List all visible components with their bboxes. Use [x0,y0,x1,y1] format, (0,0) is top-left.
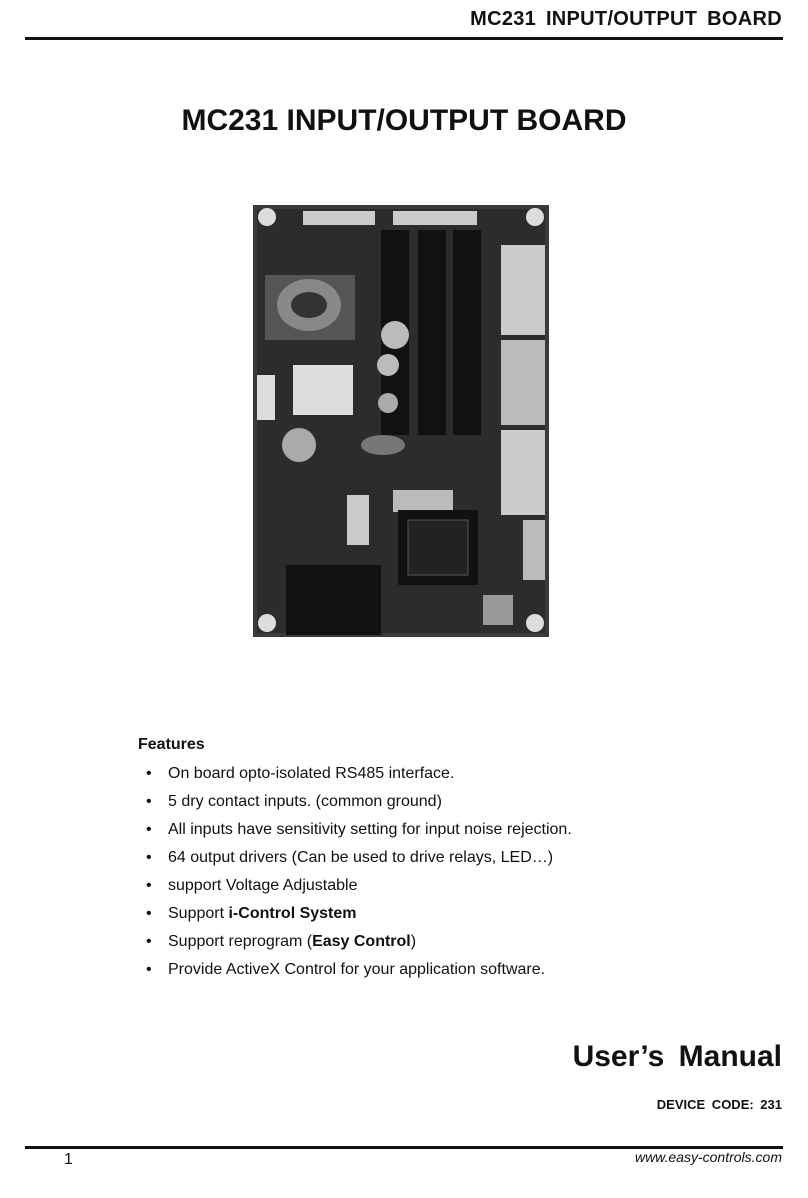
bullet-icon: • [146,793,152,810]
bullet-icon: • [146,821,152,838]
website-url: www.easy-controls.com [634,1149,782,1165]
feature-item: • Support reprogram (Easy Control) [138,930,572,958]
feature-text: Support [168,905,229,922]
feature-item: • 5 dry contact inputs. (common ground) [138,790,572,818]
bullet-icon: • [146,933,152,950]
feature-text: On board opto-isolated RS485 interface. [168,765,455,782]
page-number: 1 [64,1151,73,1168]
feature-item: • support Voltage Adjustable [138,874,572,902]
running-header: MC231 INPUT/OUTPUT BOARD [470,8,782,30]
feature-text: Support reprogram ( [168,933,313,950]
header-rule [25,37,783,40]
bullet-icon: • [146,905,152,922]
bullet-icon: • [146,765,152,782]
feature-emphasis: Easy Control [312,933,411,950]
feature-text: 5 dry contact inputs. (common ground) [168,793,442,810]
bullet-icon: • [146,849,152,866]
feature-item: • Provide ActiveX Control for your applic… [138,958,572,986]
feature-text: ) [410,933,417,950]
device-code: DEVICE CODE: 231 [656,1097,782,1112]
feature-item: • All inputs have sensitivity setting for… [138,818,572,846]
feature-item: • Support i-Control System [138,902,572,930]
feature-emphasis: i-Control System [228,905,357,922]
feature-text: support Voltage Adjustable [168,877,358,894]
page-title: MC231 INPUT/OUTPUT BOARD [181,104,627,137]
board-photo [253,205,549,637]
feature-item: • 64 output drivers (Can be used to drive… [138,846,572,874]
feature-text: 64 output drivers (Can be used to drive … [168,849,554,866]
bullet-icon: • [146,961,152,978]
footer-rule [25,1146,783,1149]
features-heading: Features [138,736,205,753]
bullet-icon: • [146,877,152,894]
feature-text: Provide ActiveX Control for your applica… [168,961,546,978]
feature-item: • On board opto-isolated RS485 interface. [138,762,572,790]
features-list: • On board opto-isolated RS485 interface.… [138,762,572,986]
feature-text: All inputs have sensitivity setting for … [168,821,572,838]
users-manual-label: User’s Manual [572,1040,782,1073]
